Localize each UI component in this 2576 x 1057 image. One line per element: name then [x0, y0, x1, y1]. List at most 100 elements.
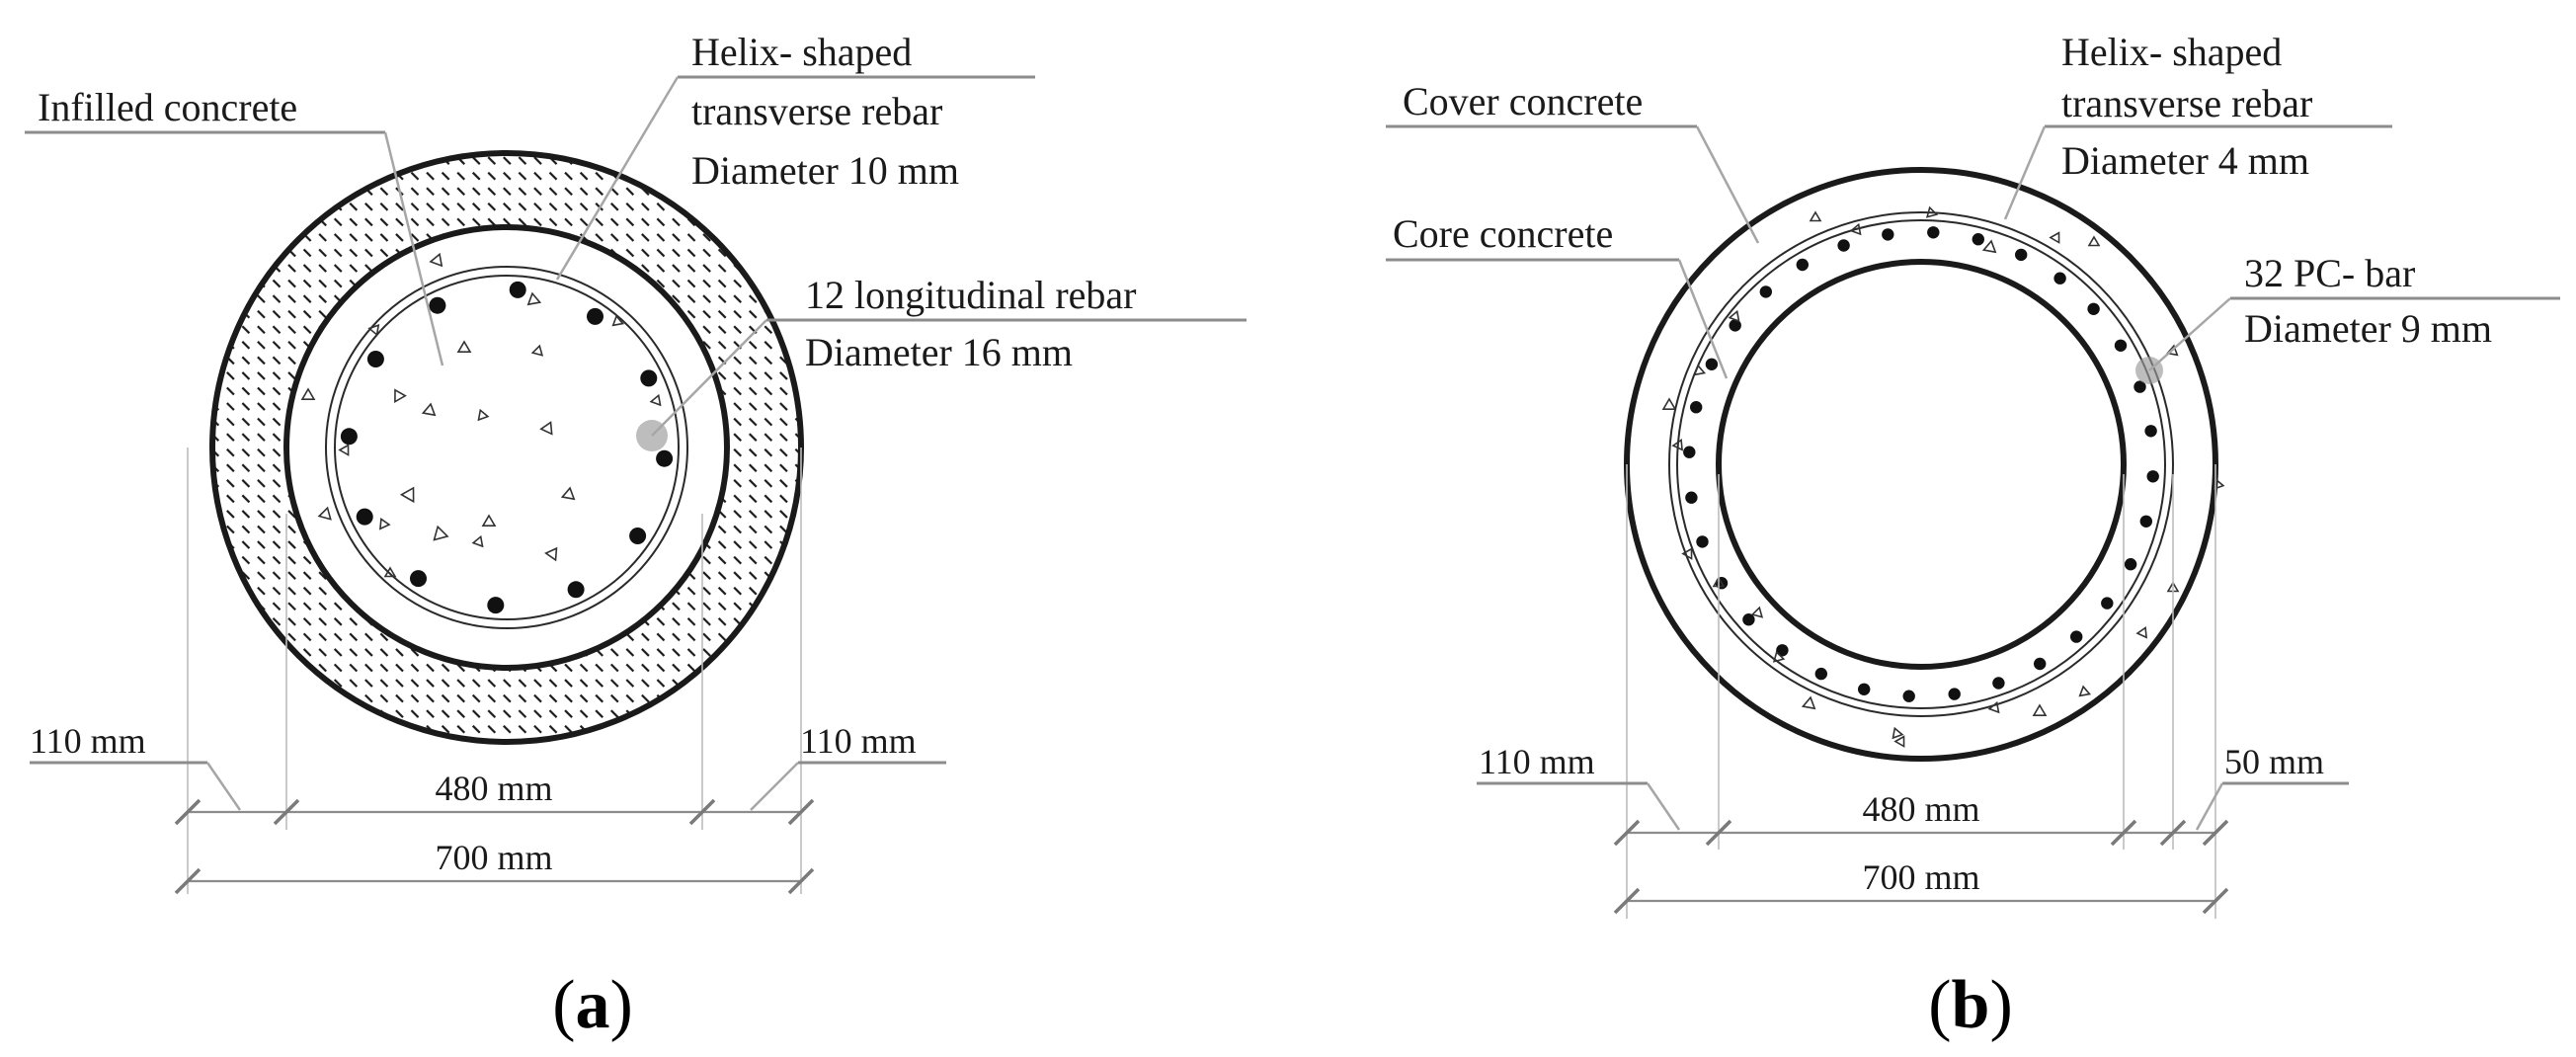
panel-a-dim-outer: 700 mm: [435, 838, 552, 877]
panel-b-left-wall-leader: [1646, 782, 1681, 831]
panel-a-tick: [787, 798, 815, 826]
panel-b-helix-inner: [1676, 219, 2166, 709]
panel-a-aggregate-marks: [300, 252, 662, 578]
pc-bar: [2070, 630, 2083, 643]
panel-a-long-leader: [651, 319, 767, 437]
aggregate-mark: [1925, 205, 1939, 218]
pc-bar: [2133, 380, 2146, 393]
panel-b-pc-leader: [2148, 297, 2231, 371]
aggregate-mark: [649, 393, 662, 407]
pc-bar: [1796, 258, 1810, 272]
aggregate-mark: [1892, 726, 1904, 740]
aggregate-mark: [421, 402, 437, 417]
pc-bar: [1776, 644, 1789, 657]
aggregate-mark: [1981, 239, 1997, 254]
pc-bar: [2146, 470, 2159, 483]
aggregate-mark: [1671, 439, 1683, 451]
aggregate-mark: [300, 387, 316, 400]
aggregate-mark: [433, 525, 449, 541]
panel-a-helix-label-1: Helix- shaped: [691, 30, 912, 74]
pc-bar: [1690, 401, 1703, 414]
panel-a-longitudinal-bars: [340, 281, 674, 614]
panel-a-dim-left-wall: 110 mm: [30, 721, 146, 761]
panel-b-helix-leader: [2003, 125, 2047, 220]
aggregate-mark: [456, 340, 472, 353]
panel-b-inner-ring: [1716, 259, 2127, 670]
panel-b-pc-label-1: 32 PC- bar: [2244, 251, 2415, 295]
panel-a: Infilled concrete Helix- shaped transver…: [25, 30, 1247, 1043]
aggregate-mark: [1728, 309, 1740, 323]
panel-a-long-label-1: 12 longitudinal rebar: [805, 273, 1136, 317]
pc-bar: [1948, 688, 1961, 700]
aggregate-mark: [1987, 700, 2000, 714]
aggregate-mark: [539, 421, 553, 436]
pc-bar: [1683, 446, 1696, 458]
pc-bar: [2144, 425, 2157, 438]
aggregate-mark: [338, 444, 350, 456]
panel-b-cover-leader: [1695, 125, 1760, 244]
longitudinal-rebar: [509, 281, 526, 298]
aggregate-mark: [544, 546, 558, 562]
panel-a-tick: [273, 798, 300, 826]
panel-b-helix-label-1: Helix- shaped: [2061, 30, 2282, 74]
panel-b-helix-label-2: transverse rebar: [2061, 81, 2312, 125]
panel-b-cover-label: Cover concrete: [1403, 79, 1643, 123]
pc-bar: [1927, 226, 1940, 239]
pc-bar: [1759, 285, 1773, 298]
pc-bar: [1729, 319, 1741, 332]
pc-bar: [2053, 272, 2066, 285]
aggregate-mark: [383, 566, 397, 578]
longitudinal-rebar: [656, 449, 674, 467]
panel-a-helix-label-3: Diameter 10 mm: [691, 148, 959, 193]
panel-b-tick: [1705, 819, 1732, 847]
panel-b-dim-inner: 480 mm: [1862, 789, 1979, 829]
longitudinal-rebar: [366, 351, 384, 367]
aggregate-mark: [1750, 606, 1764, 618]
panel-a-tick: [174, 798, 201, 826]
longitudinal-rebar: [356, 508, 373, 526]
panel-a-tick: [174, 867, 201, 895]
aggregate-mark: [367, 323, 380, 337]
panel-a-infill-leader: [383, 131, 444, 366]
panel-b-helix-label-3: Diameter 4 mm: [2061, 138, 2309, 183]
aggregate-mark: [317, 506, 332, 521]
panel-a-right-wall-leader: [750, 762, 799, 811]
panel-b-pc-label-2: Diameter 9 mm: [2244, 306, 2492, 351]
aggregate-mark: [429, 252, 443, 268]
panel-b-core-label: Core concrete: [1393, 211, 1613, 256]
panel-b-core-leader: [1677, 259, 1729, 379]
pc-bar: [1837, 239, 1850, 252]
aggregate-mark: [526, 291, 542, 306]
aggregate-mark: [1661, 397, 1677, 410]
panel-b-outer-ring: [1624, 167, 2218, 762]
panel-a-outer-ring: [209, 150, 804, 745]
panel-a-helix-leader: [555, 76, 680, 281]
longitudinal-rebar: [487, 597, 505, 614]
longitudinal-rebar: [640, 369, 658, 387]
pc-bar: [1858, 683, 1871, 695]
panel-a-long-label-2: Diameter 16 mm: [805, 330, 1073, 374]
aggregate-mark: [1681, 547, 1693, 560]
aggregate-mark: [394, 388, 407, 404]
panel-a-helix-inner: [334, 275, 680, 620]
pc-bar: [1814, 667, 1828, 681]
panel-a-helix-label-2: transverse rebar: [691, 89, 942, 133]
panel-a-helix-outer: [325, 266, 688, 629]
panel-b-caption: (b): [1928, 967, 2013, 1043]
aggregate-mark: [399, 486, 415, 504]
aggregate-mark: [379, 518, 391, 530]
aggregate-mark: [1849, 222, 1862, 236]
aggregate-mark: [1893, 735, 1905, 748]
panel-b-tick: [1613, 887, 1641, 915]
aggregate-mark: [560, 486, 576, 501]
aggregate-mark: [2032, 703, 2048, 716]
pc-bar: [2124, 558, 2137, 571]
panel-b-tick: [2202, 887, 2229, 915]
pc-bar: [1696, 535, 1709, 548]
aggregate-mark: [611, 314, 625, 327]
longitudinal-rebar: [567, 581, 585, 599]
panel-b-cover-dim-leader: [2195, 782, 2224, 831]
aggregate-mark: [1772, 650, 1786, 663]
pc-bar: [1882, 228, 1894, 241]
pc-bar: [1902, 690, 1915, 702]
